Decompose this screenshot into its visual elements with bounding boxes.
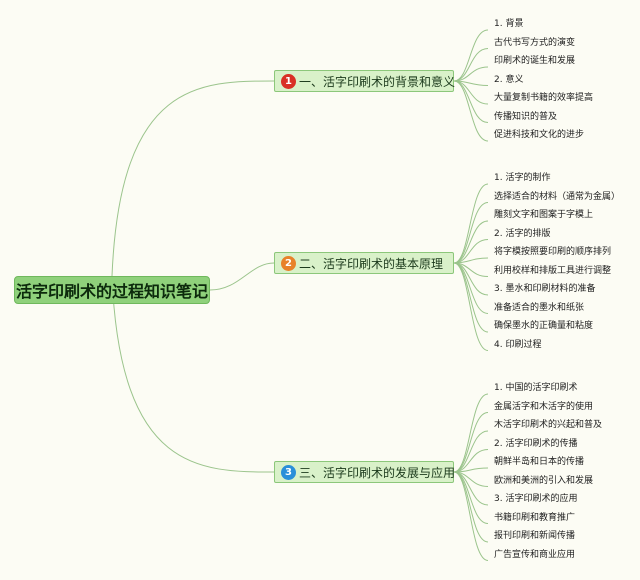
- branch-label: 三、活字印刷术的发展与应用: [299, 465, 456, 480]
- number-badge-icon: 3: [281, 464, 296, 480]
- leaf-item[interactable]: 利用校样和排版工具进行调整: [494, 265, 612, 276]
- leaf-item[interactable]: 确保墨水的正确量和粘度: [494, 321, 594, 331]
- branch-leaf-connector: [453, 412, 489, 473]
- leaf-item[interactable]: 2. 活字印刷术的传播: [494, 438, 578, 449]
- branch-label: 一、活字印刷术的背景和意义: [299, 74, 456, 89]
- branch-leaf-connector: [453, 80, 489, 142]
- branch-leaf-connector: [453, 262, 489, 351]
- leaf-item[interactable]: 1. 背景: [494, 19, 524, 29]
- branch-leaf-connector: [453, 430, 489, 473]
- leaf-item[interactable]: 欧洲和美洲的引入和发展: [494, 475, 594, 486]
- leaf-item[interactable]: 雕刻文字和图案于字模上: [494, 210, 594, 220]
- leaf-item[interactable]: 促进科技和文化的进步: [494, 130, 585, 140]
- leaf-item[interactable]: 印刷术的诞生和发展: [494, 56, 576, 66]
- branch-node-development[interactable]: 3 三、活字印刷术的发展与应用: [274, 461, 456, 483]
- branch-label: 二、活字印刷术的基本原理: [299, 256, 444, 271]
- leaf-item[interactable]: 2. 活字的排版: [494, 228, 551, 239]
- branch-leaf-connector: [453, 202, 489, 264]
- branch-leaf-connector: [453, 471, 489, 561]
- leaf-item[interactable]: 4. 印刷过程: [494, 339, 542, 350]
- number-badge-icon: 1: [281, 73, 296, 89]
- leaf-item[interactable]: 选择适合的材料（通常为金属）: [494, 191, 621, 202]
- leaf-item[interactable]: 1. 中国的活字印刷术: [494, 383, 578, 393]
- leaf-item[interactable]: 传播知识的普及: [494, 111, 558, 122]
- branch-leaf-connector: [453, 239, 489, 264]
- branch-leaf-connector: [453, 471, 489, 543]
- branch-leaf-connector: [453, 66, 489, 82]
- leaf-item[interactable]: 1. 活字的制作: [494, 173, 551, 183]
- branch-leaf-connector: [453, 80, 489, 105]
- leaf-item[interactable]: 将字模按照要印刷的顺序排列: [494, 247, 612, 257]
- branch-leaf-connector: [453, 80, 489, 123]
- branch-node-background[interactable]: 1 一、活字印刷术的背景和意义: [274, 70, 456, 92]
- branch-leaf-connector: [453, 48, 489, 82]
- root-label: 活字印刷术的过程知识笔记: [15, 282, 208, 301]
- leaf-item[interactable]: 书籍印刷和教育推广: [494, 512, 576, 523]
- branch-node-principles[interactable]: 2 二、活字印刷术的基本原理: [274, 252, 454, 274]
- leaf-item[interactable]: 2. 意义: [494, 74, 524, 85]
- branch-leaf-connector: [453, 262, 489, 333]
- leaf-item[interactable]: 朝鲜半岛和日本的传播: [494, 457, 585, 467]
- branch-leaf-connector: [453, 220, 489, 264]
- leaf-item[interactable]: 3. 活字印刷术的应用: [494, 494, 578, 504]
- number-badge-icon: 2: [281, 255, 296, 271]
- leaf-item[interactable]: 古代书写方式的演变: [494, 37, 576, 48]
- leaf-item[interactable]: 报刊印刷和新闻传播: [494, 531, 576, 541]
- root-branch-connector: [111, 275, 275, 473]
- leaf-item[interactable]: 准备适合的墨水和纸张: [494, 302, 585, 313]
- root-branch-connector: [209, 262, 275, 291]
- leaf-item[interactable]: 金属活字和木活字的使用: [494, 401, 594, 412]
- root-branch-connector: [111, 80, 275, 277]
- branch-leaf-connector: [453, 449, 489, 473]
- leaf-item[interactable]: 3. 墨水和印刷材料的准备: [494, 284, 596, 294]
- root-node[interactable]: 活字印刷术的过程知识笔记: [14, 276, 210, 304]
- branch-leaf-connector: [453, 393, 489, 473]
- branch-leaf-connector: [453, 183, 489, 264]
- leaf-item[interactable]: 广告宣传和商业应用: [494, 549, 576, 560]
- leaf-item[interactable]: 木活字印刷术的兴起和普及: [494, 420, 603, 430]
- leaf-item[interactable]: 大量复制书籍的效率提高: [494, 93, 594, 103]
